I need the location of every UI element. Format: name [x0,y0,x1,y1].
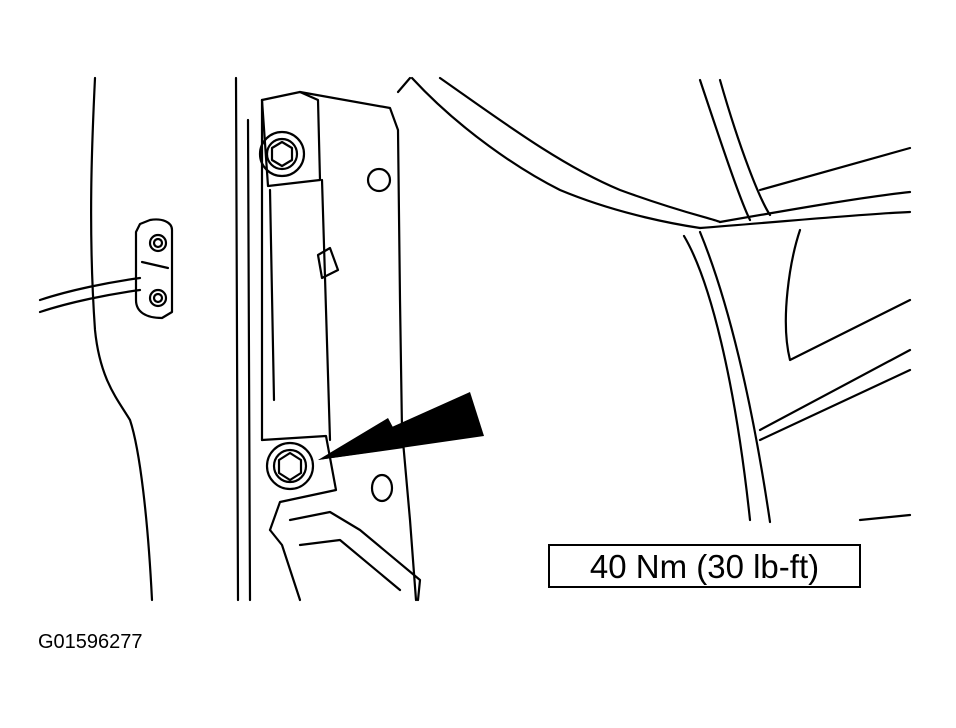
hinge-pillar [236,78,420,600]
lower-hinge-bolt [267,443,313,489]
torque-spec-label: 40 Nm (30 lb-ft) [548,544,861,588]
body-panel-curves [412,78,910,522]
door-check-strap [40,219,172,318]
door-edge-panel [91,78,152,600]
figure-id: G01596277 [38,631,143,653]
pointer-arrow [318,392,484,460]
torque-spec-text: 40 Nm (30 lb-ft) [589,547,820,585]
upper-hinge-bolt [260,132,304,176]
